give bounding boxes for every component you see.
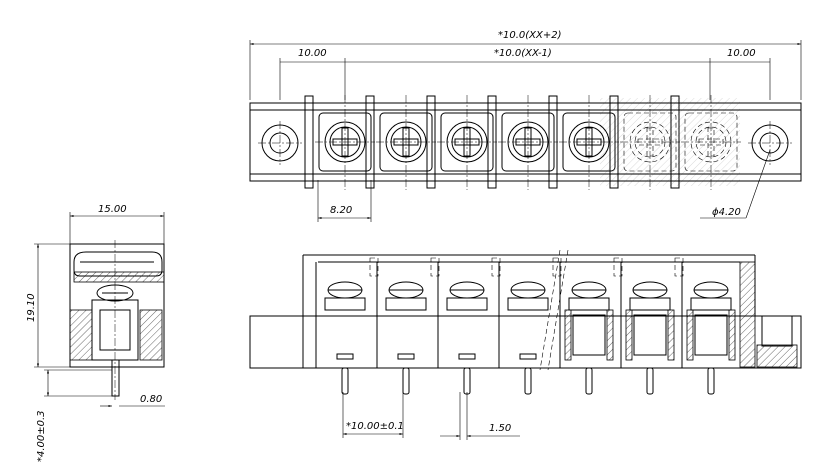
dim-overall-label: *10.0(XX+2) bbox=[498, 30, 562, 41]
dim-side-height-label: 19.10 bbox=[26, 293, 37, 322]
dim-housing-width: 8.20 bbox=[317, 180, 372, 222]
dim-pin-thickness-label: 1.50 bbox=[489, 423, 511, 434]
dim-pin-width: 0.80 bbox=[100, 394, 165, 408]
left-mount-hole bbox=[258, 121, 302, 165]
terminal-pin bbox=[498, 257, 562, 395]
dim-pitch-length: *10.0(XX-1) 10.00 10.00 bbox=[279, 48, 771, 100]
barrier bbox=[365, 95, 375, 189]
terminal-pin bbox=[620, 257, 684, 395]
dim-pin-length: *4.00±0.3 bbox=[36, 369, 112, 462]
terminal-pin bbox=[437, 257, 501, 395]
terminal-pin bbox=[681, 262, 736, 395]
dim-pitch-length-label: *10.0(XX-1) bbox=[494, 48, 552, 59]
top-view bbox=[249, 95, 802, 190]
dim-pin-pitch-label: *10.00±0.1 bbox=[346, 421, 404, 432]
dim-right-offset-label: 10.00 bbox=[727, 48, 756, 59]
terminal-screw-icon bbox=[376, 95, 436, 190]
terminal-pin bbox=[559, 257, 623, 395]
dim-side-height: 19.10 bbox=[26, 243, 70, 368]
dim-housing-width-label: 8.20 bbox=[330, 205, 352, 216]
dim-pin-width-label: 0.80 bbox=[140, 394, 162, 405]
dim-hole-label: ϕ4.20 bbox=[712, 207, 741, 218]
barrier bbox=[487, 95, 497, 189]
barrier bbox=[304, 95, 314, 189]
terminal-pin bbox=[315, 257, 379, 395]
barrier bbox=[426, 95, 436, 189]
front-view bbox=[249, 249, 802, 395]
dim-overall: *10.0(XX+2) bbox=[249, 30, 802, 100]
front-terminals bbox=[315, 257, 736, 395]
dim-hole: ϕ4.20 bbox=[700, 149, 771, 219]
dim-side-width-label: 15.00 bbox=[98, 204, 127, 215]
dim-side-width: 15.00 bbox=[69, 204, 165, 244]
terminal-pin bbox=[376, 257, 440, 395]
barrier bbox=[548, 95, 558, 189]
terminal-screw-icon bbox=[437, 95, 497, 190]
dim-pin-pitch: *10.00±0.1 bbox=[342, 392, 404, 438]
dim-pin-thickness: 1.50 bbox=[440, 392, 520, 440]
dim-pin-length-label: *4.00±0.3 bbox=[36, 410, 47, 462]
dim-left-offset-label: 10.00 bbox=[298, 48, 327, 59]
right-mount-hole bbox=[748, 121, 792, 165]
terminal-screw-icon bbox=[315, 95, 375, 190]
terminal-screw-icon bbox=[498, 95, 558, 190]
side-view bbox=[69, 240, 165, 400]
